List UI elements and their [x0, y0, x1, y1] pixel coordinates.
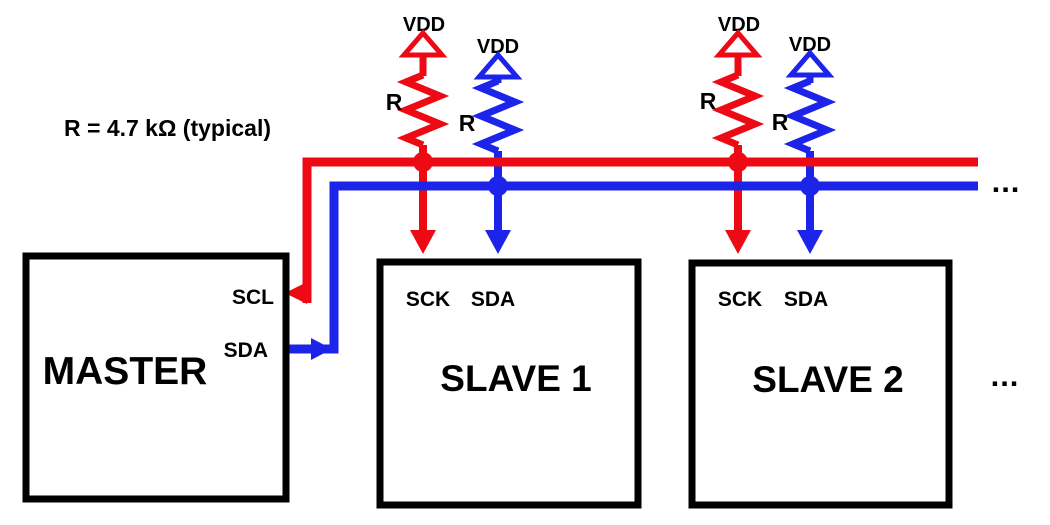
slave2-box	[688, 259, 953, 509]
scl-bus	[285, 157, 978, 304]
slave1-box	[376, 258, 642, 509]
resistor-label: R	[459, 110, 476, 136]
resistor-label: R	[700, 88, 717, 114]
bus-continuation-ellipsis: ...	[992, 164, 1021, 199]
pullup-scl-2: VDD R	[700, 14, 765, 172]
pullup-sda-2: VDD R	[772, 34, 837, 196]
arrow-down-icon	[725, 230, 751, 254]
vdd-symbol-icon	[398, 29, 448, 58]
slave2-pin-sda: SDA	[784, 288, 828, 311]
sda-bus	[287, 181, 978, 360]
sda-bus-wire	[287, 181, 978, 354]
arrow-down-icon	[797, 230, 823, 254]
slave2-label: SLAVE 2	[752, 359, 903, 400]
slave1-label: SLAVE 1	[440, 358, 591, 399]
resistor-value-note: R = 4.7 kΩ (typical)	[64, 115, 271, 141]
scl-bus-wire	[302, 157, 978, 303]
slave1-pin-sck: SCK	[406, 288, 450, 311]
master-label: MASTER	[43, 350, 208, 393]
master-box	[22, 252, 290, 503]
vdd-label: VDD	[477, 36, 519, 58]
vdd-symbol-icon	[713, 29, 763, 58]
resistor-zigzag-icon	[396, 71, 450, 149]
resistor-label: R	[772, 109, 789, 135]
master-pin-scl: SCL	[232, 286, 274, 309]
slave1-pin-sda: SDA	[471, 288, 515, 311]
vdd-label: VDD	[403, 14, 445, 36]
junction-dot-icon	[800, 176, 820, 196]
slave1-block: SLAVE 1 SCK SDA	[376, 258, 642, 509]
pullup-sda-1: VDD R	[459, 36, 525, 196]
resistor-zigzag-icon	[471, 77, 525, 155]
slave-continuation-ellipsis: ...	[991, 358, 1020, 393]
junction-dot-icon	[488, 176, 508, 196]
resistor-zigzag-icon	[783, 77, 837, 155]
vdd-label: VDD	[789, 34, 831, 56]
vdd-symbol-icon	[473, 51, 523, 80]
resistor-zigzag-icon	[711, 71, 765, 149]
junction-dot-icon	[413, 152, 433, 172]
arrow-down-icon	[485, 230, 511, 254]
slave2-pin-sck: SCK	[718, 288, 762, 311]
vdd-label: VDD	[718, 14, 760, 36]
junction-dot-icon	[728, 152, 748, 172]
master-pin-sda: SDA	[224, 339, 268, 362]
arrow-left-icon	[285, 282, 307, 304]
master-block: MASTER SCL SDA	[22, 252, 290, 503]
arrow-right-icon	[311, 338, 332, 360]
slave2-block: SLAVE 2 SCK SDA	[688, 259, 953, 509]
resistor-label: R	[386, 89, 403, 115]
arrow-down-icon	[410, 230, 436, 254]
vdd-symbol-icon	[785, 49, 835, 78]
pullup-scl-1: VDD R	[386, 14, 450, 172]
